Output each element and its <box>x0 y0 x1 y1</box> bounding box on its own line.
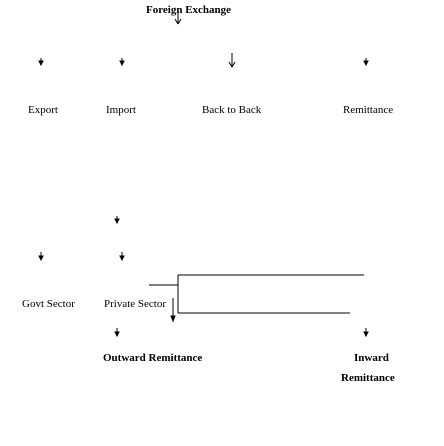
node-outward-remittance: Outward Remittance <box>103 352 203 364</box>
node-back-to-back: Back to Back <box>202 104 262 116</box>
node-private-sector: Private Sector <box>104 298 167 310</box>
arrow-export <box>38 58 44 67</box>
arrow-inward-remittance <box>363 328 369 338</box>
node-inward-remittance: Remittance <box>341 372 395 384</box>
node-remittance: Remittance <box>343 104 394 116</box>
arrow-remittance <box>363 58 369 67</box>
node-inward: Inward <box>354 352 389 364</box>
arrow-back-to-back <box>228 53 236 68</box>
arrow-branch <box>114 216 120 225</box>
root-connector <box>174 12 182 25</box>
node-govt-sector: Govt Sector <box>22 298 75 310</box>
private-sector-bracket <box>149 274 364 323</box>
arrow-import <box>119 58 125 67</box>
root-label-foreign-exchange: Foreign Exchange <box>146 4 232 16</box>
arrow-private-sector <box>119 252 125 262</box>
node-import: Import <box>106 104 136 116</box>
arrow-govt-sector <box>38 252 44 262</box>
arrow-outward-remittance <box>114 328 120 338</box>
node-export: Export <box>28 104 58 116</box>
